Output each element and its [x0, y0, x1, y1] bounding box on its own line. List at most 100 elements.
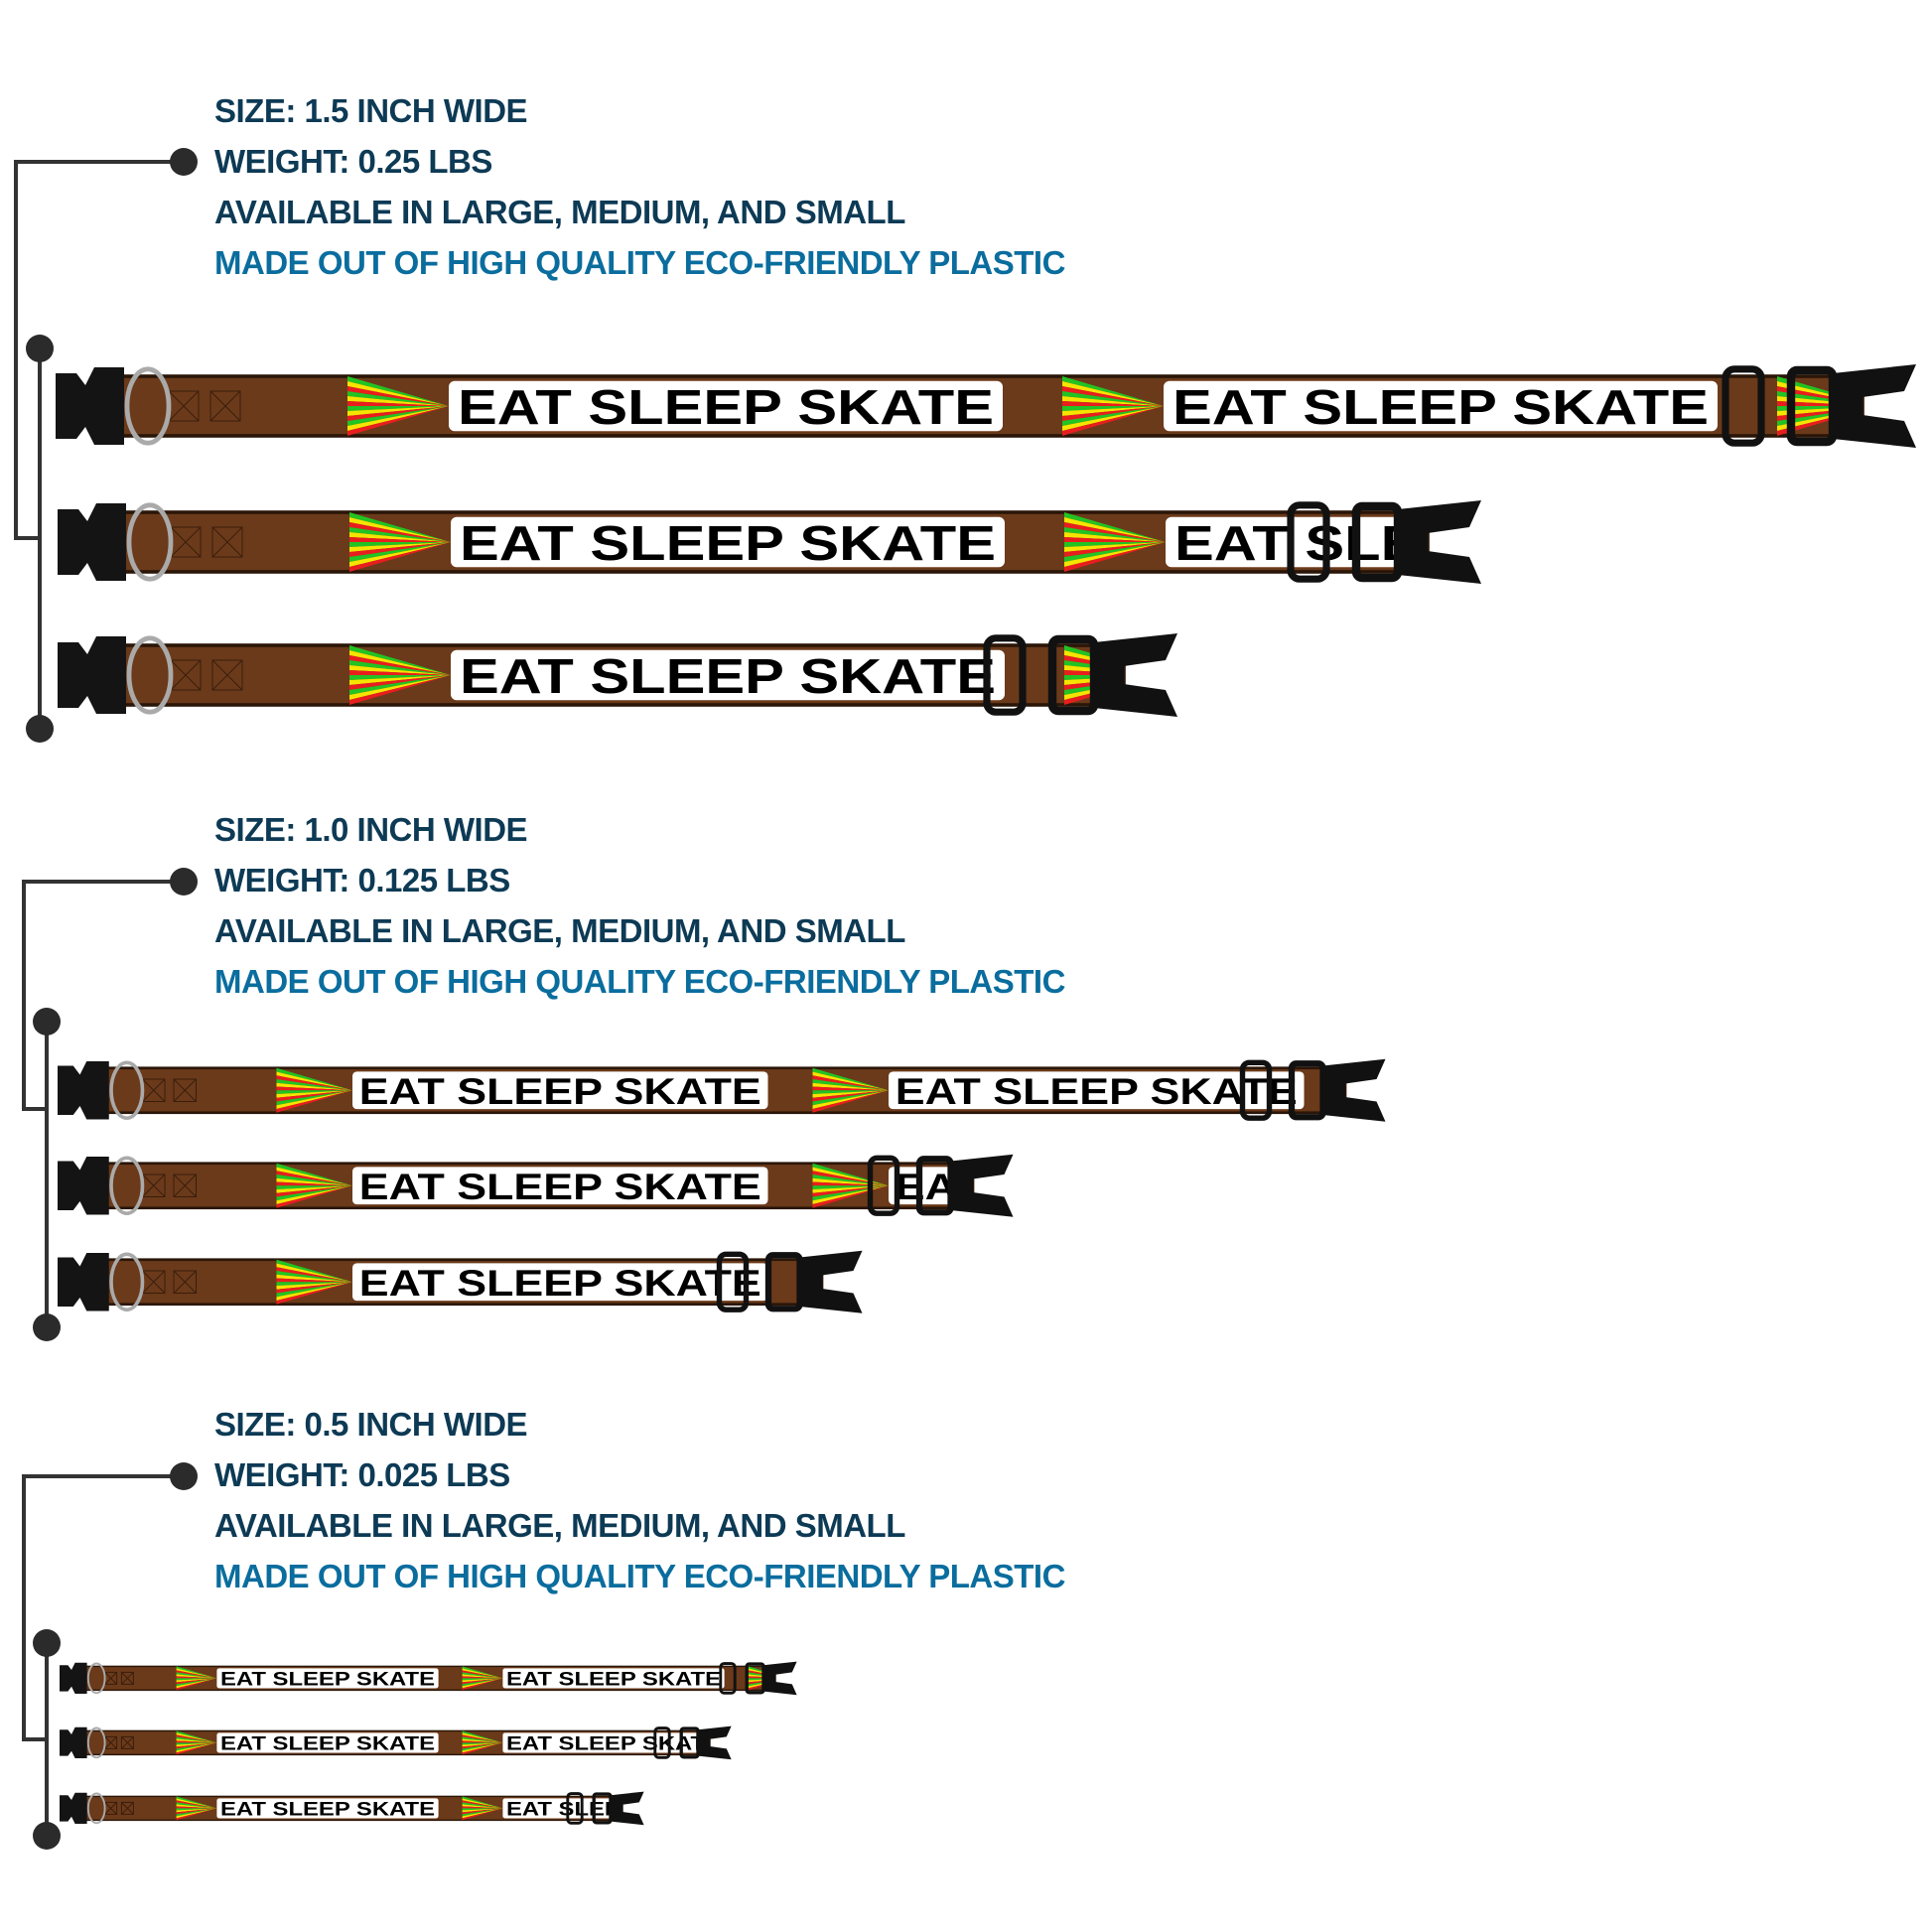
sunburst-ray	[462, 1797, 503, 1808]
sunburst-ray	[462, 1669, 503, 1678]
sunburst-ray	[349, 517, 451, 542]
spec-block-1-5-inch: SIZE: 1.5 INCH WIDE WEIGHT: 0.25 LBS AVA…	[214, 85, 1065, 288]
sunburst-ray	[349, 532, 451, 542]
sunburst-ray	[462, 1803, 503, 1808]
sunburst-ray	[347, 381, 449, 406]
sunburst-ray	[276, 1259, 352, 1282]
sunburst-ray	[176, 1729, 217, 1742]
collar-print-text: EAT SLEEP SKATE	[506, 1732, 721, 1754]
sunburst-ray	[176, 1669, 217, 1678]
collar-print-text: EAT SLEEP SKATE	[458, 380, 994, 435]
collar-print-text: EAT SLEEP SKATE	[359, 1071, 761, 1112]
d-ring-icon	[124, 366, 172, 446]
print-repeat: EAT SLEEP SKATE	[176, 1729, 439, 1754]
sunburst-ray	[176, 1671, 217, 1678]
collar-print-text: EAT SLEEP SKATE	[460, 649, 996, 704]
sunburst-ray	[176, 1803, 217, 1808]
print-area: EAT SLEEP SKATE EAT SLEEP SKATE	[176, 1729, 721, 1754]
sunburst-ray	[462, 1795, 503, 1808]
availability-label: AVAILABLE IN LARGE, MEDIUM, AND SMALL	[214, 1507, 905, 1544]
sunburst-ray	[462, 1671, 503, 1678]
buckle-release-icon	[58, 636, 126, 714]
sunburst-ray	[276, 1171, 352, 1185]
sunburst-ray	[276, 1163, 352, 1185]
stitch-box-icon	[120, 1801, 134, 1815]
sunburst-ray	[276, 1078, 352, 1090]
sunburst-ray	[462, 1737, 503, 1742]
slider-icon	[983, 634, 1027, 716]
sunburst-ray	[462, 1735, 503, 1742]
sunburst-ray	[276, 1267, 352, 1282]
sunburst-ray	[1062, 401, 1164, 406]
sunburst-ray	[349, 527, 451, 542]
sunburst-ray	[462, 1805, 503, 1808]
sunburst-ray	[349, 537, 451, 542]
buckle-release-icon	[58, 1156, 109, 1215]
buckle-release-icon	[58, 1060, 109, 1120]
d-ring-icon	[109, 1060, 145, 1120]
sunburst-ray	[276, 1181, 352, 1185]
sunburst-ray	[347, 401, 449, 406]
sunburst-ray	[462, 1807, 503, 1812]
buckle-clip-icon	[1322, 1058, 1386, 1122]
sunburst-ray	[276, 1173, 352, 1185]
d-ring-icon	[109, 1156, 145, 1215]
material-label: MADE OUT OF HIGH QUALITY ECO-FRIENDLY PL…	[214, 1558, 1065, 1594]
sunburst-ray	[349, 655, 451, 675]
sunburst-ray	[176, 1733, 217, 1742]
weight-label: WEIGHT: 0.25 LBS	[214, 143, 492, 180]
availability-label: AVAILABLE IN LARGE, MEDIUM, AND SMALL	[214, 912, 905, 949]
sunburst-ray	[462, 1677, 503, 1680]
buckle-release-icon	[56, 367, 124, 445]
sunburst-ray	[349, 522, 451, 542]
sunburst-ray	[176, 1731, 217, 1742]
sunburst-ray	[276, 1282, 352, 1305]
sunburst-ray	[276, 1075, 352, 1090]
buckle-clip-icon	[1398, 500, 1481, 584]
material-label: MADE OUT OF HIGH QUALITY ECO-FRIENDLY PL…	[214, 244, 1065, 281]
spec-block-0-5-inch: SIZE: 0.5 INCH WIDE WEIGHT: 0.025 LBS AV…	[214, 1399, 1065, 1601]
sunburst-ray	[462, 1799, 503, 1808]
sunburst-ray	[347, 406, 449, 436]
collar-print-text: EAT SLEEP SKATE	[506, 1668, 721, 1690]
collar-print-text: EAT SLEEP SKATE	[1174, 516, 1487, 571]
sunburst-ray	[349, 650, 451, 675]
print-repeat: EAT SLEEP SKATE	[276, 1259, 768, 1305]
slider-icon	[1722, 365, 1765, 447]
buckle-release-icon	[60, 1792, 87, 1824]
sunburst-ray	[276, 1177, 352, 1185]
sunburst-ray	[176, 1805, 217, 1808]
sunburst-ray	[276, 1082, 352, 1090]
print-repeat: EAT SLEEP SKATE	[349, 645, 1005, 705]
sunburst-ray	[176, 1665, 217, 1678]
sunburst-ray	[176, 1737, 217, 1742]
weight-label: WEIGHT: 0.125 LBS	[214, 862, 510, 898]
weight-label: WEIGHT: 0.025 LBS	[214, 1456, 510, 1493]
stitch-box-icon	[120, 1671, 134, 1685]
print-repeat: EAT SLEEP SKATE	[276, 1163, 768, 1208]
sunburst-ray	[276, 1278, 352, 1282]
buckle-clip-icon	[763, 1661, 797, 1695]
sunburst-ray	[462, 1677, 503, 1682]
sunburst-ray	[349, 645, 451, 675]
print-repeat: EAT SLEEP SKATE	[176, 1795, 439, 1820]
sunburst-ray	[812, 1075, 889, 1090]
sunburst-ray	[462, 1667, 503, 1678]
sunburst-ray	[176, 1677, 217, 1682]
sunburst-ray	[276, 1185, 352, 1208]
spec-block-1-0-inch: SIZE: 1.0 INCH WIDE WEIGHT: 0.125 LBS AV…	[214, 804, 1065, 1007]
d-ring-icon	[86, 1726, 106, 1758]
slider-icon	[867, 1155, 900, 1216]
print-repeat: EAT SLEEP SKATE	[462, 1729, 721, 1754]
sunburst-ray	[1064, 517, 1166, 542]
buckle-release-icon	[58, 503, 126, 581]
